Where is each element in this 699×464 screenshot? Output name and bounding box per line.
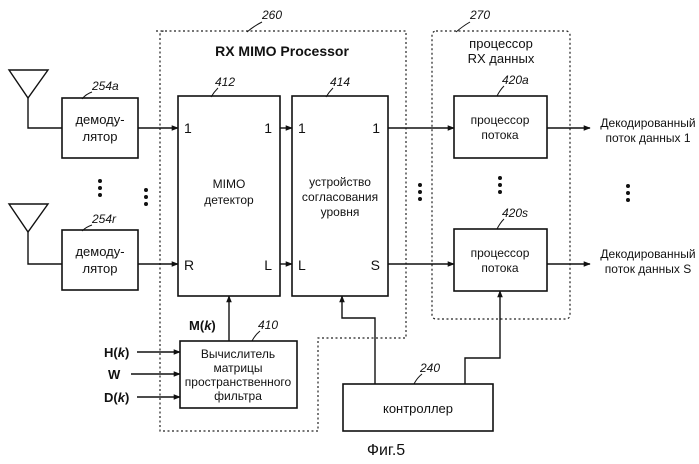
- mimo-out-port-l: L: [264, 257, 272, 273]
- matrix-label-line3: пространственного: [185, 375, 292, 389]
- ref-420s: 420s: [502, 206, 528, 220]
- figure-caption: Фиг.5: [367, 442, 405, 459]
- demodulator-r-label-line2: лятор: [83, 261, 118, 276]
- stream-processor-s-label-line1: процессор: [471, 246, 530, 260]
- matrix-label-line2: матрицы: [213, 361, 262, 375]
- stream-processor-a-label-line1: процессор: [471, 113, 530, 127]
- controller-label: контроллер: [383, 401, 453, 416]
- input-d-label: D(k): [104, 390, 129, 405]
- stream-processor-a-label-line2: потока: [481, 128, 518, 142]
- level-in-port-l: L: [298, 257, 306, 273]
- rx-data-title-line2: RX данных: [468, 51, 535, 66]
- output-1-label-line1: Декодированный: [600, 116, 695, 130]
- level-adjust-label-line2: согласования: [302, 190, 378, 204]
- ref-410-lead: [252, 331, 260, 341]
- ref-260: 260: [261, 8, 282, 22]
- ref-420a-lead: [497, 86, 504, 96]
- demodulator-block-a: [62, 98, 138, 158]
- matrix-label-line1: Вычислитель: [201, 347, 275, 361]
- ref-254a: 254a: [91, 79, 119, 93]
- mimo-out-port-1: 1: [264, 120, 272, 136]
- demodulator-r-label-line1: демоду-: [75, 244, 124, 259]
- processor-title: RX MIMO Processor: [215, 43, 349, 59]
- ref-240: 240: [419, 361, 440, 375]
- rx-data-title-line1: процессор: [469, 36, 533, 51]
- stream-processor-block-s: [454, 229, 547, 291]
- ref-254r: 254r: [91, 212, 117, 226]
- output-1-label-line2: поток данных 1: [605, 131, 690, 145]
- level-in-port-1: 1: [298, 120, 306, 136]
- antenna-icon-r: [9, 204, 62, 264]
- demodulator-block-r: [62, 230, 138, 290]
- ref-270: 270: [469, 8, 490, 22]
- ref-414: 414: [330, 75, 350, 89]
- mimo-in-port-1: 1: [184, 120, 192, 136]
- mimo-in-port-r: R: [184, 257, 194, 273]
- stream-processor-s-label-line2: потока: [481, 261, 518, 275]
- ref-410: 410: [258, 318, 278, 332]
- mimo-detector-label-line1: MIMO: [213, 177, 246, 191]
- input-h-label: H(k): [104, 345, 129, 360]
- ref-240-lead: [414, 374, 422, 384]
- level-out-port-s: S: [371, 257, 380, 273]
- level-out-port-1: 1: [372, 120, 380, 136]
- stream-processor-block-a: [454, 96, 547, 158]
- level-adjust-label-line3: уровня: [321, 205, 360, 219]
- m-matrix-label: M(k): [189, 318, 216, 333]
- matrix-label-line4: фильтра: [214, 389, 262, 403]
- output-s-label-line2: поток данных S: [605, 262, 691, 276]
- mimo-detector-label-line2: детектор: [204, 193, 254, 207]
- antenna-icon-1: [9, 70, 62, 128]
- output-s-label-line1: Декодированный: [600, 247, 695, 261]
- demodulator-a-label-line1: демоду-: [75, 112, 124, 127]
- ref-420a: 420a: [502, 73, 529, 87]
- ref-420s-lead: [497, 219, 504, 229]
- input-w-label: W: [108, 367, 121, 382]
- level-adjust-label-line1: устройство: [309, 175, 371, 189]
- demodulator-a-label-line2: лятор: [83, 129, 118, 144]
- ref-412: 412: [215, 75, 235, 89]
